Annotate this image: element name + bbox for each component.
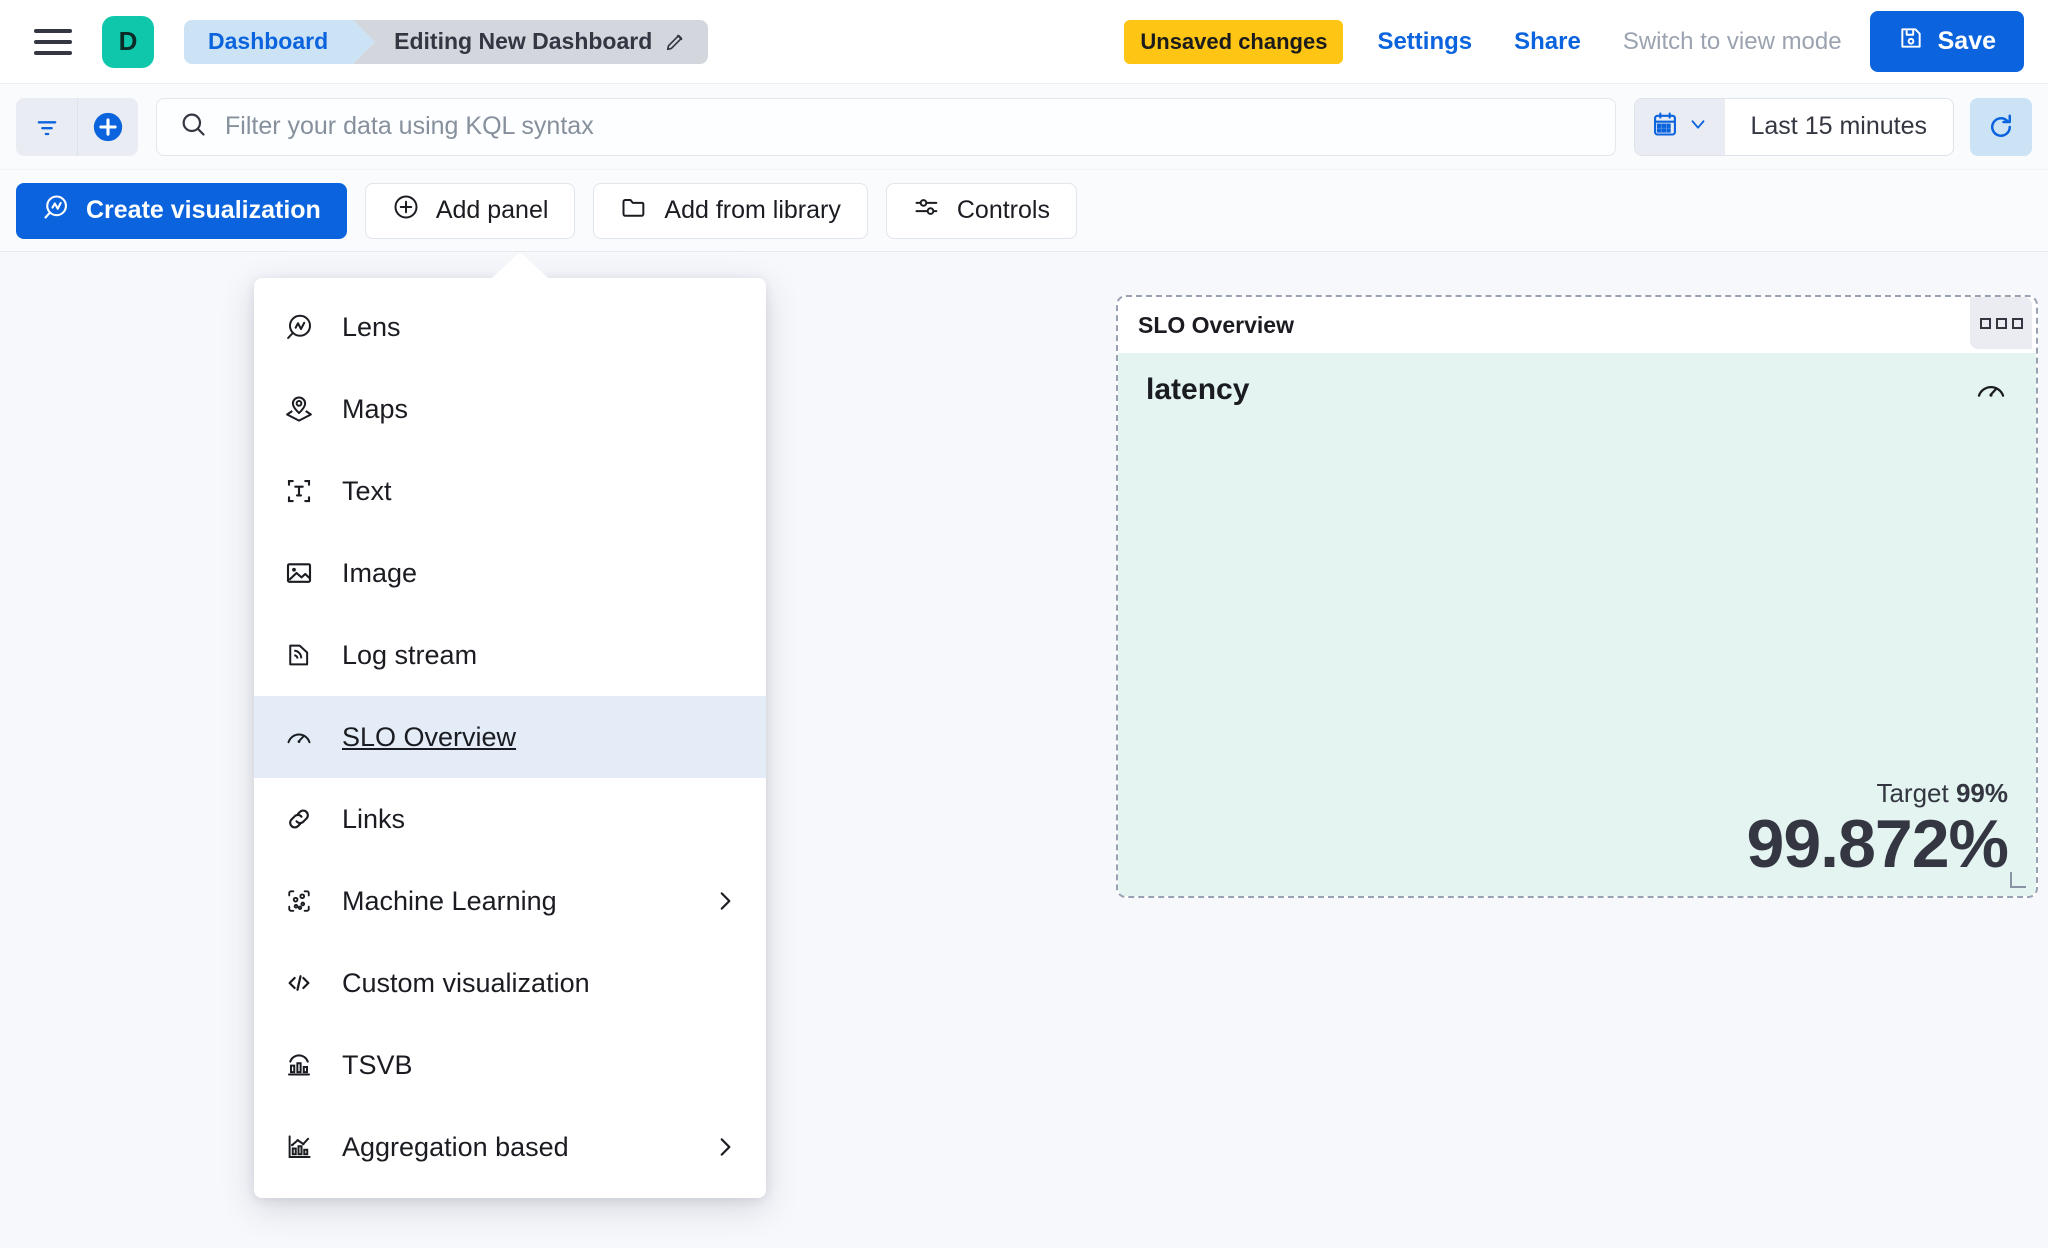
menu-item-label: Links <box>342 803 406 834</box>
slo-header-row: latency <box>1146 373 2008 412</box>
hamburger-menu-icon[interactable] <box>34 22 74 62</box>
create-visualization-button[interactable]: Create visualization <box>16 182 347 239</box>
menu-item-label: Image <box>342 557 418 588</box>
menu-item-label: Text <box>342 475 392 506</box>
gauge-icon <box>282 720 316 754</box>
menu-item-label: Lens <box>342 311 401 342</box>
code-icon <box>282 966 316 1000</box>
ml-nodes-icon <box>282 884 316 918</box>
panel-context-menu-icon[interactable] <box>1970 297 2032 349</box>
save-button-label: Save <box>1937 27 1996 55</box>
slo-name: latency <box>1146 373 1250 406</box>
plus-circle-icon <box>392 193 420 228</box>
text-box-icon <box>282 474 316 508</box>
breadcrumb-current-dashboard[interactable]: Editing New Dashboard <box>353 19 709 64</box>
lens-icon <box>42 193 70 228</box>
map-marker-icon <box>282 392 316 426</box>
menu-item-custom-visualization[interactable]: Custom visualization <box>254 942 766 1024</box>
filter-button-group <box>16 97 138 156</box>
menu-item-label: Maps <box>342 393 409 424</box>
menu-item-label: Machine Learning <box>342 885 557 916</box>
chevron-right-icon <box>712 888 738 914</box>
pencil-icon[interactable] <box>664 31 686 53</box>
popover-arrow <box>492 252 548 278</box>
menu-item-tsvb[interactable]: TSVB <box>254 1024 766 1106</box>
agg-chart-icon <box>282 1130 316 1164</box>
menu-item-label: Aggregation based <box>342 1131 569 1162</box>
menu-item-label: SLO Overview <box>342 721 517 752</box>
breadcrumb-current-label: Editing New Dashboard <box>394 28 653 54</box>
settings-link[interactable]: Settings <box>1377 27 1473 55</box>
breadcrumb: Dashboard Editing New Dashboard <box>184 19 709 64</box>
menu-item-label: Log stream <box>342 639 478 670</box>
slo-overview-panel[interactable]: SLO Overview latency Target 99 <box>1116 295 2038 898</box>
date-quick-select-button[interactable] <box>1634 98 1725 155</box>
header-actions: Unsaved changes Settings Share Switch to… <box>1124 11 2048 72</box>
add-panel-button[interactable]: Add panel <box>364 182 576 239</box>
add-panel-menu: Lens Maps Text <box>254 278 766 1198</box>
search-input[interactable]: Filter your data using KQL syntax <box>156 97 1616 156</box>
controls-sliders-icon <box>913 193 941 228</box>
slo-panel-body: latency Target 99% 99.872% <box>1118 353 2036 896</box>
add-from-library-label: Add from library <box>664 196 841 224</box>
menu-item-image[interactable]: Image <box>254 532 766 614</box>
image-icon <box>282 556 316 590</box>
panel-title: SLO Overview <box>1138 311 1294 338</box>
app-header: D Dashboard Editing New Dashboard Unsave… <box>0 0 2048 84</box>
menu-item-aggregation-based[interactable]: Aggregation based <box>254 1106 766 1188</box>
date-picker: Last 15 minutes <box>1633 97 1954 156</box>
chevron-right-icon <box>712 1134 738 1160</box>
gauge-icon <box>1974 373 2008 412</box>
time-range-value[interactable]: Last 15 minutes <box>1750 112 1928 140</box>
menu-item-label: Custom visualization <box>342 967 590 998</box>
menu-item-slo-overview[interactable]: SLO Overview <box>254 696 766 778</box>
calendar-icon <box>1651 110 1679 143</box>
search-input-placeholder: Filter your data using KQL syntax <box>225 112 594 140</box>
menu-item-text[interactable]: Text <box>254 450 766 532</box>
folder-icon <box>620 193 648 228</box>
save-button[interactable]: Save <box>1869 11 2024 72</box>
menu-item-machine-learning[interactable]: Machine Learning <box>254 860 766 942</box>
search-icon <box>179 110 207 143</box>
save-disk-icon <box>1898 25 1924 58</box>
plus-circle-icon[interactable] <box>77 97 138 156</box>
menu-item-label: TSVB <box>342 1049 413 1080</box>
create-visualization-label: Create visualization <box>86 196 321 224</box>
refresh-icon[interactable] <box>1970 97 2032 156</box>
log-stream-icon <box>282 638 316 672</box>
resize-grip-icon[interactable] <box>2010 872 2026 888</box>
tsvb-chart-icon <box>282 1048 316 1082</box>
menu-item-lens[interactable]: Lens <box>254 286 766 368</box>
controls-button[interactable]: Controls <box>885 182 1077 239</box>
link-icon <box>282 802 316 836</box>
switch-to-view-mode-link[interactable]: Switch to view mode <box>1622 27 1842 55</box>
menu-item-links[interactable]: Links <box>254 778 766 860</box>
breadcrumb-dashboard-label: Dashboard <box>208 28 329 54</box>
slo-value-block: Target 99% 99.872% <box>1146 778 2009 882</box>
slo-target-row: Target 99% <box>1146 778 2008 809</box>
menu-item-log-stream[interactable]: Log stream <box>254 614 766 696</box>
space-avatar[interactable]: D <box>102 15 154 68</box>
unsaved-changes-badge[interactable]: Unsaved changes <box>1124 19 1344 64</box>
query-bar: Filter your data using KQL syntax Las <box>0 84 2048 170</box>
slo-target-value: 99% <box>1955 777 2008 808</box>
chevron-down-icon <box>1687 113 1709 140</box>
share-link[interactable]: Share <box>1514 27 1581 55</box>
add-from-library-button[interactable]: Add from library <box>593 182 868 239</box>
slo-current-value: 99.872% <box>1746 805 2009 882</box>
dashboard-edit-toolbar: Create visualization Add panel Add from … <box>0 170 2048 252</box>
menu-item-maps[interactable]: Maps <box>254 368 766 450</box>
add-panel-label: Add panel <box>435 196 549 224</box>
controls-label: Controls <box>956 196 1050 224</box>
filter-icon[interactable] <box>16 98 77 156</box>
lens-icon <box>282 310 316 344</box>
slo-target-label: Target <box>1876 777 1949 808</box>
panel-header: SLO Overview <box>1118 297 2036 353</box>
breadcrumb-dashboard[interactable]: Dashboard <box>184 19 376 64</box>
